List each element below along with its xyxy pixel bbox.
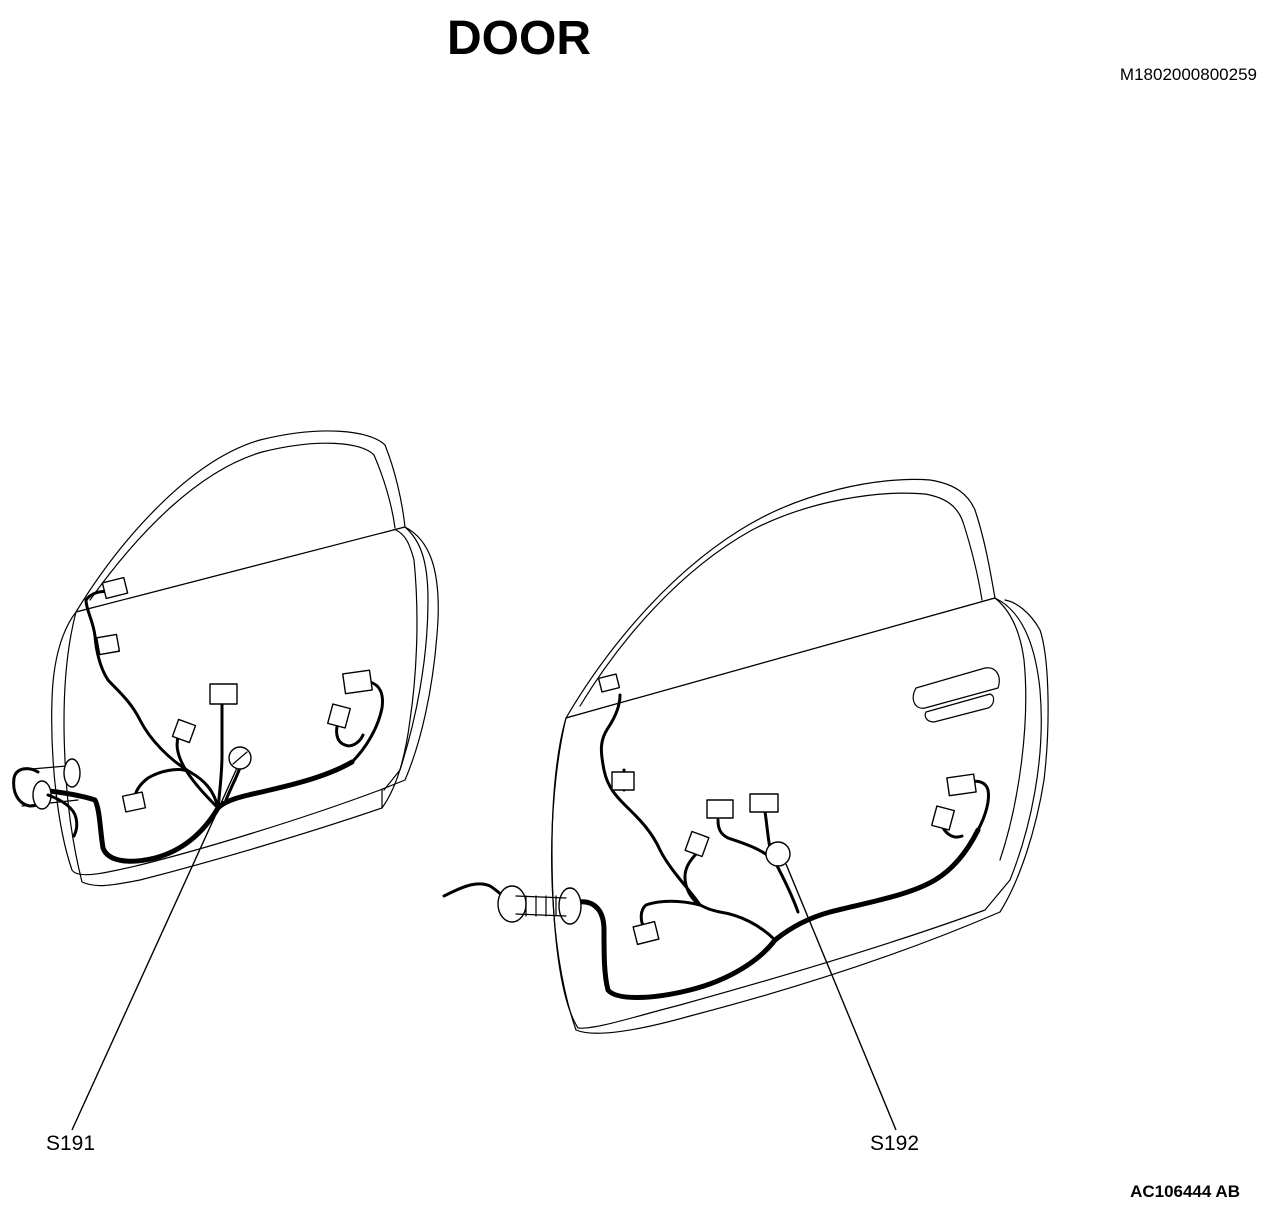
left-main-harness (37, 759, 355, 864)
left-connector (96, 633, 121, 656)
right-connector (749, 793, 779, 813)
right-connector (632, 920, 660, 946)
s192-leader-line (785, 863, 897, 1131)
left-connector (121, 791, 147, 813)
left-connector (209, 683, 238, 705)
left-door-window-frame (75, 430, 406, 613)
s191-leader-line (71, 767, 238, 1131)
right-door-grommet (497, 885, 527, 923)
right-door (442, 478, 1049, 1131)
splice-s192-marker (765, 841, 791, 867)
right-connector (946, 773, 977, 797)
right-connector (706, 799, 734, 819)
right-connector (597, 673, 621, 693)
right-door-window-frame (565, 478, 996, 719)
left-connector (327, 703, 351, 729)
left-connector (342, 669, 373, 695)
right-connector (684, 830, 710, 858)
right-door-handle (912, 667, 1000, 709)
right-connector (611, 771, 635, 791)
left-connector (101, 576, 129, 600)
left-door-panel (51, 526, 439, 876)
callout-s191: S191 (46, 1132, 95, 1155)
right-connector (931, 805, 955, 831)
left-connector (171, 718, 197, 744)
left-door (12, 430, 439, 1131)
callout-s192: S192 (870, 1132, 919, 1155)
page-title: DOOR (447, 12, 591, 65)
figure-id: AC106444 AB (1130, 1182, 1240, 1201)
right-main-harness (575, 827, 981, 1000)
reference-code: M1802000800259 (1120, 65, 1257, 84)
